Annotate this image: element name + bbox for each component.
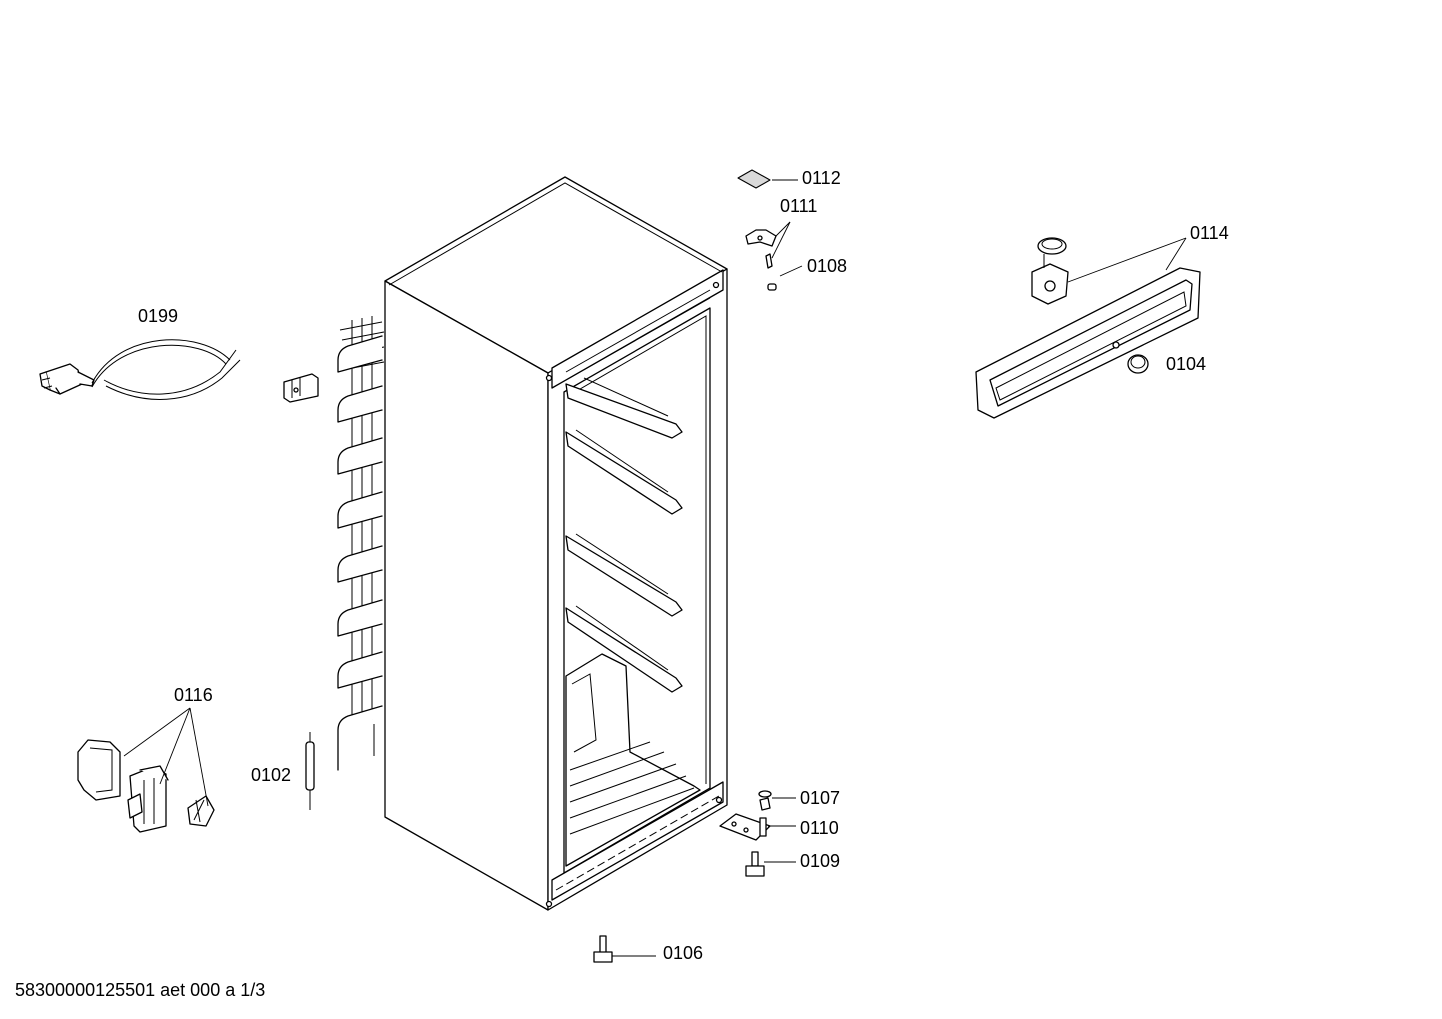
bottom-liner xyxy=(565,653,701,867)
label-0102: 0102 xyxy=(251,765,291,785)
top-hinge-parts xyxy=(737,169,777,291)
control-knob xyxy=(1127,354,1149,374)
label-0104: 0104 xyxy=(1166,354,1206,374)
label-0109: 0109 xyxy=(800,851,840,871)
label-0199: 0199 xyxy=(138,306,178,326)
compressor-accessories xyxy=(77,739,215,833)
leader-lines xyxy=(123,179,1187,957)
power-cord xyxy=(39,339,241,400)
control-panel xyxy=(975,267,1201,419)
label-0110: 0110 xyxy=(800,818,839,838)
bottom-hinge-parts xyxy=(719,790,772,877)
label-0106: 0106 xyxy=(663,943,703,963)
thermostat xyxy=(1031,237,1069,305)
evaporator-shelves xyxy=(565,377,683,693)
leveling-foot xyxy=(593,935,613,963)
freezer-cabinet xyxy=(384,176,728,911)
label-0112: 0112 xyxy=(802,168,841,188)
drawing-reference: 58300000125501 aet 000 a 1/3 xyxy=(15,980,266,1000)
filter-dryer xyxy=(305,732,315,810)
mounting-bracket xyxy=(283,373,319,403)
label-0107: 0107 xyxy=(800,788,840,808)
label-0114: 0114 xyxy=(1190,223,1229,243)
condenser-coil xyxy=(337,316,385,771)
label-0108: 0108 xyxy=(807,256,847,276)
label-0111: 0111 xyxy=(780,196,817,216)
label-0116: 0116 xyxy=(174,685,213,705)
